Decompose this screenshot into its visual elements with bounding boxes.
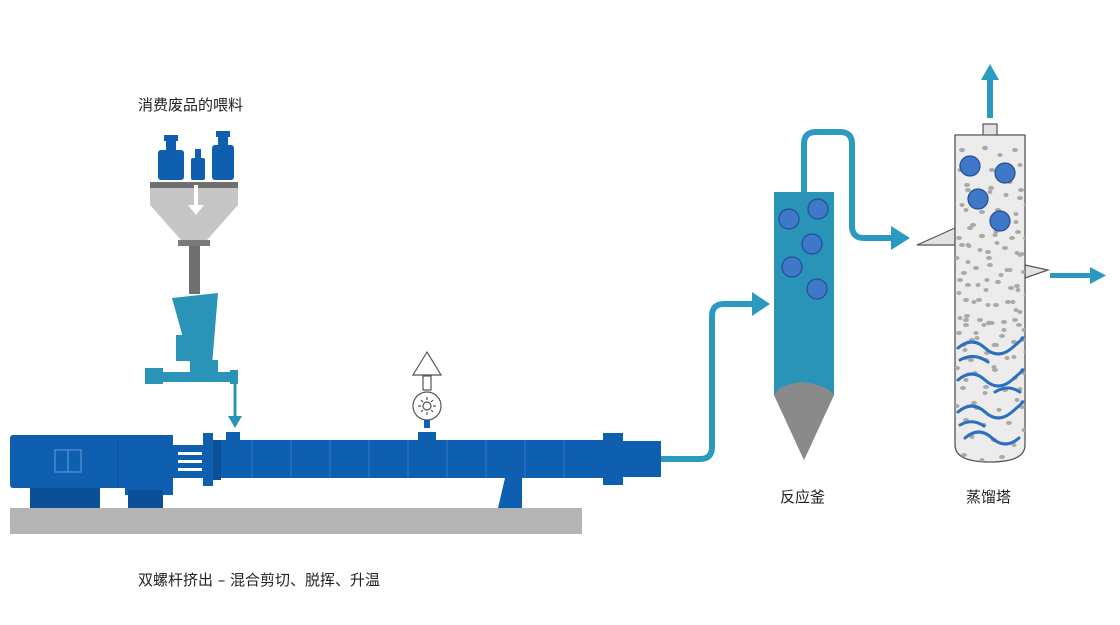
- reactor-vessel: [774, 192, 834, 460]
- extruder-base: [10, 478, 582, 534]
- extruder-coupling: [173, 433, 221, 486]
- vacuum-pump-icon: [411, 350, 443, 428]
- pipe-extruder-to-reactor: [661, 292, 770, 462]
- feed-arrow: [228, 383, 242, 428]
- extruder-barrel: [221, 432, 661, 485]
- arrow-up-icon: [981, 64, 999, 118]
- heat-waves: [956, 336, 1025, 446]
- column-label: 蒸馏塔: [966, 488, 1011, 506]
- pipe-reactor-to-column: [801, 129, 910, 250]
- extruder-motor: [10, 435, 173, 508]
- arrow-right-icon: [1050, 267, 1106, 284]
- side-feeder: [145, 293, 238, 384]
- bottle-icon: [158, 131, 234, 180]
- feed-label: 消费废品的喂料: [138, 96, 243, 114]
- reactor-label: 反应釜: [780, 488, 825, 506]
- feed-hopper: [150, 182, 238, 294]
- extruder-label: 双螺杆挤出 – 混合剪切、脱挥、升温: [138, 571, 380, 589]
- distillation-column: [916, 123, 1051, 463]
